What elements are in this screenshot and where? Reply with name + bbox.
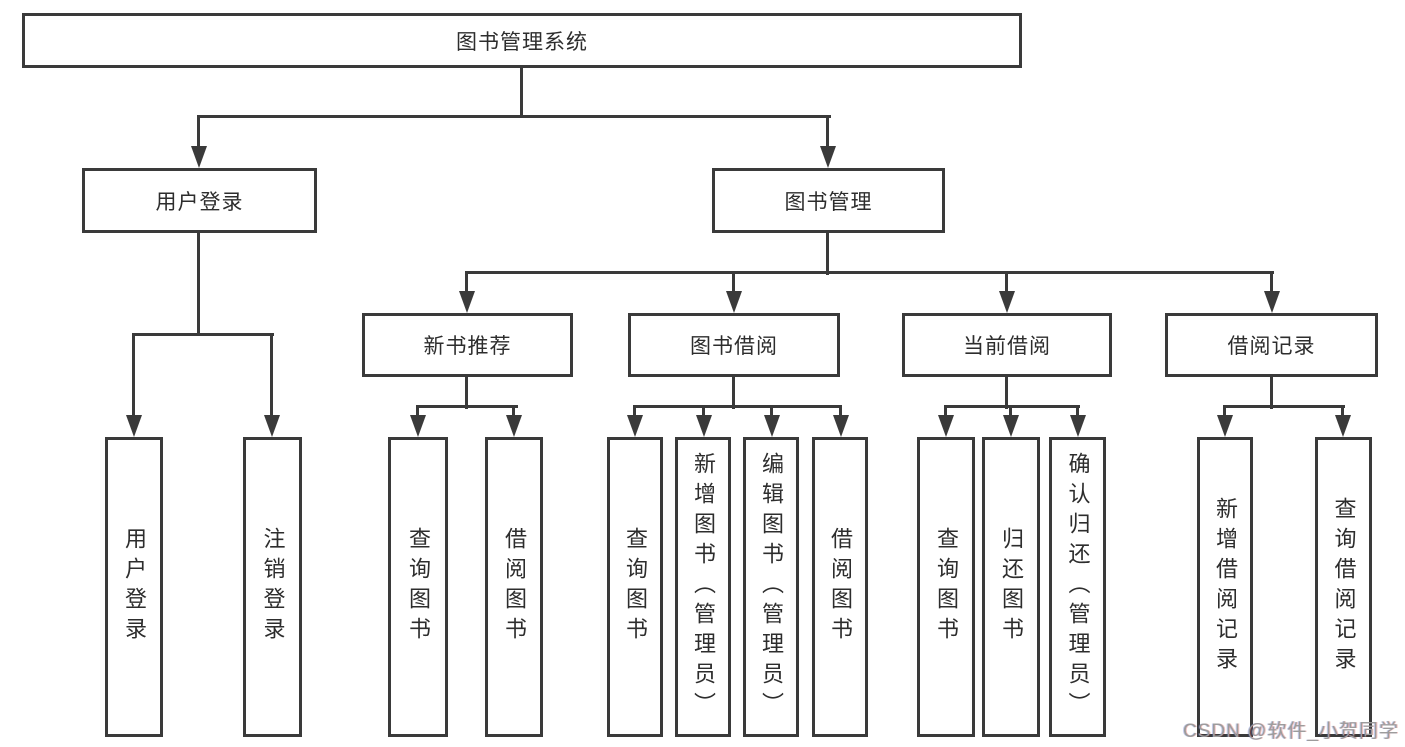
leaf-current-confirm-label: 确认归还（管理员）	[1065, 452, 1091, 722]
edge-cb-confirm-drop	[1076, 405, 1079, 417]
node-current: 当前借阅	[902, 313, 1112, 377]
node-records-label: 借阅记录	[1227, 335, 1316, 358]
edge-bb-edit-drop	[770, 405, 773, 417]
leaf-borrowing-query-label: 查询图书	[623, 527, 648, 647]
leaf-borrowing-borrow: 借阅图书	[812, 437, 868, 737]
leaf-newbook-query: 查询图书	[388, 437, 448, 737]
node-user-login: 用户登录	[82, 168, 317, 233]
leaf-current-query-label: 查询图书	[934, 527, 959, 647]
edge-records-down	[1270, 377, 1273, 409]
leaf-records-add-label: 新增借阅记录	[1213, 497, 1238, 677]
node-book-mgmt: 图书管理	[712, 168, 945, 233]
edge-bb-add-drop	[702, 405, 705, 417]
edge-borrowing-rail	[633, 405, 842, 408]
leaf-current-confirm: 确认归还（管理员）	[1049, 437, 1106, 737]
node-new-book-label: 新书推荐	[423, 335, 512, 358]
edge-borrowing-down	[732, 377, 735, 409]
arrow-user-login	[191, 146, 207, 168]
edge-book-mgmt-down	[826, 233, 829, 275]
edge-cb-query-drop	[944, 405, 947, 417]
arrow-bb-borrow	[833, 415, 849, 437]
edge-level3-rail	[465, 271, 1274, 274]
leaf-newbook-query-label: 查询图书	[406, 527, 431, 647]
leaf-logout: 注销登录	[243, 437, 302, 737]
edge-bb-borrow-drop	[839, 405, 842, 417]
edge-cb-return-drop	[1009, 405, 1012, 417]
leaf-user-login: 用户登录	[105, 437, 163, 737]
edge-br-query-drop	[1341, 405, 1344, 417]
arrow-leaf-logout	[264, 415, 280, 437]
edge-user-login-stub	[197, 115, 200, 148]
arrow-new-book	[459, 291, 475, 313]
node-root-label: 图书管理系统	[456, 30, 588, 54]
leaf-user-login-label: 用户登录	[122, 527, 147, 647]
arrow-nb-query	[410, 415, 426, 437]
arrow-bb-add	[696, 415, 712, 437]
csdn-watermark: CSDN @软件_小贺同学	[1183, 721, 1399, 742]
arrow-cb-confirm	[1070, 415, 1086, 437]
node-borrowing: 图书借阅	[628, 313, 840, 377]
node-current-label: 当前借阅	[963, 335, 1051, 358]
leaf-current-return-label: 归还图书	[999, 527, 1024, 647]
edge-bb-query-drop	[633, 405, 636, 417]
arrow-book-mgmt	[820, 146, 836, 168]
edge-current-down	[1005, 377, 1008, 409]
leaf-borrowing-add: 新增图书（管理员）	[675, 437, 731, 737]
arrow-records	[1264, 291, 1280, 313]
leaf-records-add: 新增借阅记录	[1197, 437, 1253, 737]
edge-br-add-drop	[1223, 405, 1226, 417]
node-book-mgmt-label: 图书管理	[784, 190, 873, 214]
edge-records-stub	[1270, 271, 1273, 293]
edge-user-login-rail	[132, 333, 274, 336]
leaf-borrowing-query: 查询图书	[607, 437, 663, 737]
leaf-borrowing-add-label: 新增图书（管理员）	[691, 452, 716, 722]
edge-level2-rail	[197, 115, 831, 118]
edge-records-rail	[1223, 405, 1345, 408]
arrow-leaf-login	[126, 415, 142, 437]
leaf-newbook-borrow: 借阅图书	[485, 437, 543, 737]
node-borrowing-label: 图书借阅	[690, 335, 778, 358]
edge-nb-borrow-drop	[512, 405, 515, 417]
edge-new-book-stub	[465, 271, 468, 293]
edge-current-rail	[944, 405, 1080, 408]
node-root: 图书管理系统	[22, 13, 1022, 68]
node-records: 借阅记录	[1165, 313, 1378, 377]
edge-book-mgmt-stub	[826, 115, 829, 148]
leaf-borrowing-borrow-label: 借阅图书	[828, 527, 853, 647]
edge-root-down	[520, 68, 523, 117]
edge-logout-drop	[270, 333, 273, 417]
edge-nb-query-drop	[416, 405, 419, 417]
arrow-borrowing	[726, 291, 742, 313]
node-new-book: 新书推荐	[362, 313, 573, 377]
edge-login-drop	[132, 333, 135, 417]
edge-new-book-rail	[416, 405, 518, 408]
arrow-br-query	[1335, 415, 1351, 437]
arrow-bb-edit	[764, 415, 780, 437]
leaf-logout-label: 注销登录	[260, 527, 286, 647]
leaf-borrowing-edit-label: 编辑图书（管理员）	[759, 452, 784, 722]
arrow-current	[999, 291, 1015, 313]
edge-current-stub	[1005, 271, 1008, 293]
leaf-borrowing-edit: 编辑图书（管理员）	[743, 437, 799, 737]
leaf-current-query: 查询图书	[917, 437, 975, 737]
node-user-login-label: 用户登录	[155, 190, 244, 214]
leaf-records-query: 查询借阅记录	[1315, 437, 1372, 737]
arrow-cb-query	[938, 415, 954, 437]
edge-borrowing-stub	[732, 271, 735, 293]
edge-new-book-down	[465, 377, 468, 409]
arrow-cb-return	[1003, 415, 1019, 437]
arrow-bb-query	[627, 415, 643, 437]
arrow-br-add	[1217, 415, 1233, 437]
leaf-current-return: 归还图书	[982, 437, 1040, 737]
arrow-nb-borrow	[506, 415, 522, 437]
edge-user-login-down	[197, 233, 200, 335]
leaf-newbook-borrow-label: 借阅图书	[502, 527, 527, 647]
leaf-records-query-label: 查询借阅记录	[1331, 497, 1357, 677]
